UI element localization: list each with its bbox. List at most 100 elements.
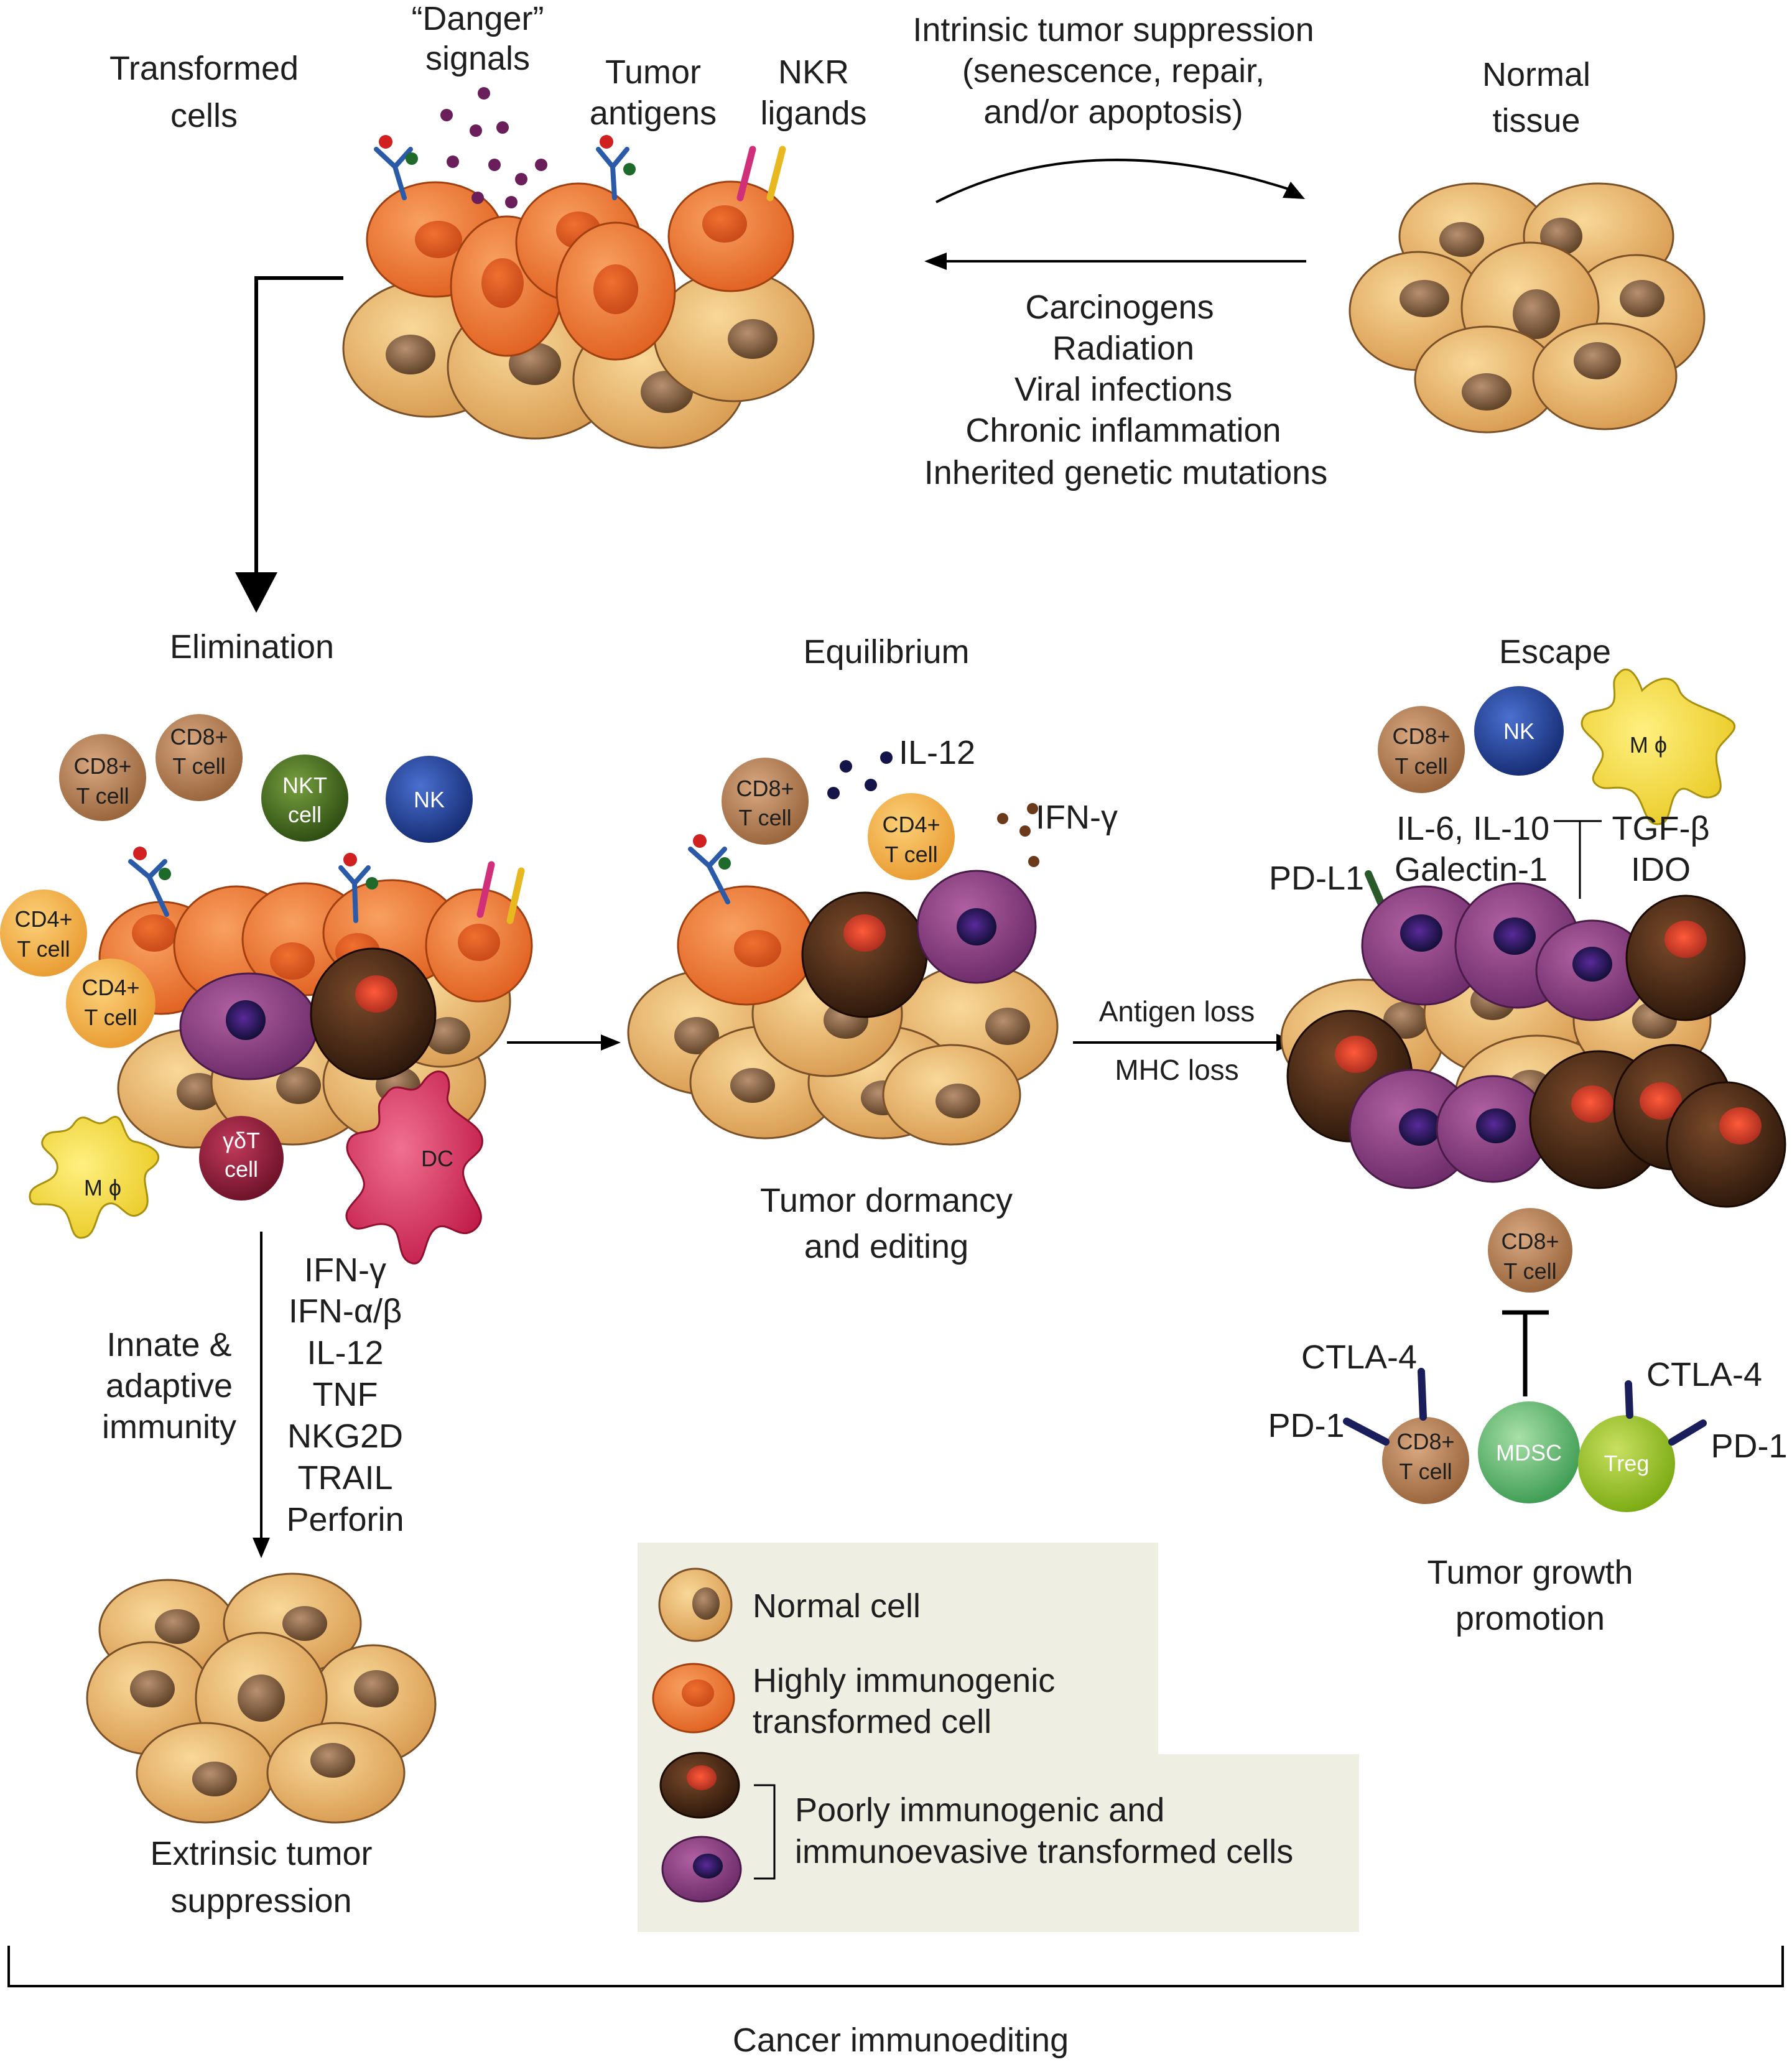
- escape-tumor: [1280, 882, 1786, 1208]
- legend-highly-line-1: Highly immunogenic: [753, 1662, 1055, 1699]
- to-elimination-arrow: [254, 276, 343, 578]
- escape-cd8-t-cell: CD8+ T cell: [1378, 706, 1465, 793]
- inhibition-bar-factors: [1554, 820, 1602, 899]
- intrinsic-suppression-arrow: [935, 159, 1291, 203]
- mhc-receptor-icon: [374, 135, 418, 200]
- mhc-receptor-icon: [688, 834, 731, 904]
- pd1-left-label: PD-1: [1268, 1407, 1344, 1444]
- nkr-ligands-label: NKR ligands: [760, 53, 866, 132]
- treg-cell: Treg: [1578, 1415, 1675, 1512]
- mdsc-cell: MDSC: [1478, 1401, 1580, 1503]
- cd8-label-2: T cell: [76, 783, 129, 809]
- escape-factors-right: TGF-β IDO: [1612, 810, 1709, 888]
- treg-label: Treg: [1604, 1451, 1650, 1476]
- growth-line-2: promotion: [1455, 1600, 1605, 1637]
- cause-2: Radiation: [1052, 330, 1194, 367]
- escape-factors-left: IL-6, IL-10 Galectin-1: [1395, 810, 1549, 888]
- ctla4-left-label: CTLA-4: [1301, 1339, 1417, 1376]
- mediator-1: IFN-γ: [304, 1252, 386, 1289]
- cd8-t-cell: CD8+ T cell: [59, 734, 146, 821]
- nkr-label-line-1: NKR: [778, 53, 849, 91]
- elimination-title: Elimination: [170, 628, 334, 666]
- cd8-label-2: T cell: [1503, 1258, 1556, 1284]
- legend-dark-cell-icon: [659, 1752, 740, 1819]
- cd8-label-1: CD8+: [1396, 1429, 1454, 1454]
- extrinsic-line-1: Extrinsic tumor: [150, 1835, 372, 1872]
- immunoediting-bracket: [7, 1946, 1784, 1987]
- gdt-label-2: cell: [225, 1156, 258, 1182]
- to-elimination-arrowhead: [235, 572, 277, 613]
- intrinsic-suppression-arrowhead: [1283, 182, 1305, 199]
- normal-tissue-line-1: Normal: [1482, 56, 1590, 93]
- legend-normal-cell-icon: [658, 1567, 733, 1642]
- intrinsic-line-3: and/or apoptosis): [983, 93, 1243, 131]
- legend-normal-label: Normal cell: [753, 1587, 921, 1625]
- pd1-right-label: PD-1: [1711, 1428, 1787, 1465]
- cause-1: Carcinogens: [1025, 289, 1214, 326]
- cd8-label-1: CD8+: [736, 776, 794, 801]
- factor-tgfb: TGF-β: [1612, 810, 1709, 847]
- danger-signals-label: “Danger” signals: [411, 0, 544, 77]
- normal-tissue-line-2: tissue: [1492, 102, 1580, 139]
- legend-poorly-line-1: Poorly immunogenic and: [795, 1791, 1164, 1829]
- cd4-label-2: T cell: [84, 1005, 137, 1030]
- tumor-antigens-label: Tumor antigens: [590, 53, 717, 132]
- factor-ido: IDO: [1631, 851, 1691, 888]
- tumor-dormancy-label: Tumor dormancy and editing: [760, 1182, 1013, 1265]
- innate-line-1: Innate &: [106, 1326, 231, 1363]
- legend-purple-cell-icon: [661, 1836, 742, 1903]
- mdsc-label: MDSC: [1496, 1440, 1562, 1465]
- intrinsic-line-2: (senescence, repair,: [962, 52, 1265, 90]
- nk-cell: NK: [386, 756, 473, 843]
- cd8-label-2: T cell: [1395, 753, 1447, 779]
- equilibrium-cd8-t-cell: CD8+ T cell: [722, 758, 809, 845]
- transformed-label-line-1: Transformed: [109, 50, 299, 87]
- extrinsic-line-2: suppression: [170, 1882, 351, 1920]
- escape-cd8-bottom-cell: CD8+ T cell: [1382, 1417, 1469, 1504]
- escape-nk-cell: NK: [1474, 686, 1564, 776]
- macrophage-label: M ϕ: [1630, 732, 1667, 758]
- mhc-receptor-icon: [128, 847, 171, 917]
- immunogenic-cells: [366, 180, 794, 361]
- gdt-label-1: γδT: [223, 1128, 260, 1153]
- tumor-antigen-receptor-icon: [338, 853, 378, 923]
- nk-label: NK: [1503, 718, 1534, 744]
- cd4-label-1: CD4+: [14, 906, 72, 932]
- cleared-normal-cluster: [86, 1572, 437, 1824]
- mediator-4: TNF: [313, 1376, 378, 1413]
- carcinogen-arrowhead: [924, 253, 947, 270]
- innate-line-3: immunity: [102, 1408, 236, 1446]
- nkr-ligand-icon: [736, 146, 786, 202]
- cd8-label-1: CD8+: [170, 724, 228, 750]
- checkpoint-receptors: [1343, 1368, 1707, 1446]
- antigens-label-line-2: antigens: [590, 95, 717, 132]
- danger-label-line-2: signals: [425, 40, 530, 77]
- mediator-7: Perforin: [286, 1501, 404, 1538]
- escape-title: Escape: [1499, 633, 1611, 671]
- mdsc-inhibition-bar: [1502, 1310, 1549, 1396]
- equilibrium-tumor: [627, 834, 1059, 1146]
- antigen-loss-label: Antigen loss: [1099, 995, 1255, 1028]
- cd8-label-1: CD8+: [1501, 1228, 1559, 1254]
- dormancy-line-2: and editing: [804, 1228, 968, 1265]
- factor-il6-il10: IL-6, IL-10: [1396, 810, 1549, 847]
- cause-5: Inherited genetic mutations: [924, 454, 1327, 491]
- cause-4: Chronic inflammation: [965, 412, 1281, 449]
- escape-macrophage: M ϕ: [1581, 669, 1735, 825]
- gamma-delta-t-cell: γδT cell: [199, 1116, 284, 1201]
- transformed-cell-cluster: [342, 87, 815, 449]
- macrophage: M ϕ: [29, 1115, 159, 1239]
- to-equilibrium-arrowhead: [601, 1034, 621, 1051]
- cd4-t-cell: CD4+ T cell: [66, 959, 156, 1048]
- normal-tissue-label: Normal tissue: [1482, 56, 1590, 139]
- cd8-label-2: T cell: [1399, 1459, 1452, 1484]
- nkt-label-2: cell: [288, 802, 322, 827]
- macrophage-label: M ϕ: [84, 1175, 121, 1201]
- legend: Normal cell Highly immunogenic transform…: [638, 1543, 1359, 1932]
- antigens-label-line-1: Tumor: [605, 53, 701, 91]
- mediator-5: NKG2D: [287, 1418, 403, 1455]
- dendritic-cell: DC: [345, 1070, 483, 1265]
- equilibrium-title: Equilibrium: [803, 633, 969, 671]
- cd8-t-cell: CD8+ T cell: [156, 714, 243, 801]
